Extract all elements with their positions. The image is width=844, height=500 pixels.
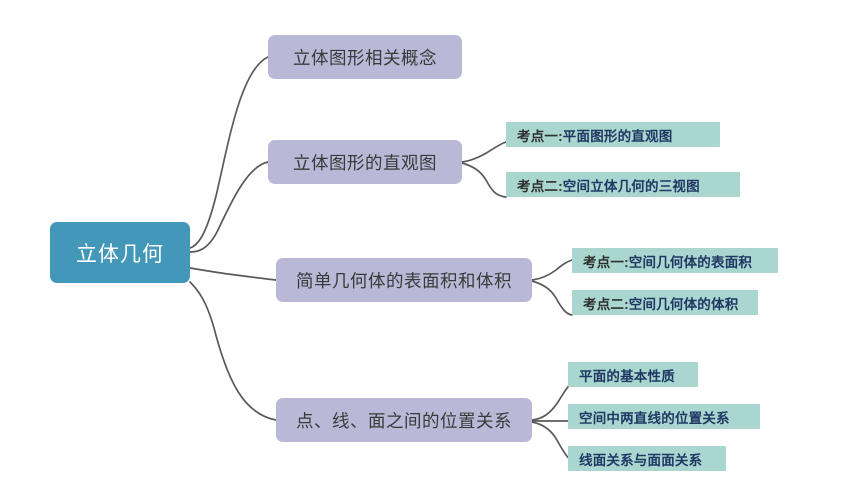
leaf-node-4-1-label: 平面的基本性质: [579, 368, 675, 384]
leaf-node-3-2[interactable]: 考点二:空间几何体的体积: [572, 290, 758, 315]
connector-root-to-branch-3: [189, 267, 277, 281]
leaf-node-2-2[interactable]: 考点二:空间立体几何的三视图: [506, 172, 740, 197]
leaf-node-3-1-label: 空间几何体的表面积: [628, 254, 753, 270]
connector-branch-2-to-child-2: [461, 162, 507, 198]
branch-node-4[interactable]: 点、线、面之间的位置关系: [276, 398, 532, 442]
leaf-node-4-1[interactable]: 平面的基本性质: [568, 362, 698, 387]
leaf-node-4-2-label: 空间中两直线的位置关系: [579, 410, 730, 426]
branch-node-2-label: 立体图形的直观图: [293, 152, 437, 173]
leaf-node-3-2-label: 空间几何体的体积: [628, 296, 739, 312]
connector-root-to-branch-2: [189, 161, 269, 253]
connector-branch-2-to-child-1: [461, 141, 507, 163]
leaf-node-3-1-prefix: 考点一:: [583, 254, 629, 270]
connector-branch-3-to-child-2: [531, 280, 573, 316]
branch-node-2[interactable]: 立体图形的直观图: [268, 140, 462, 184]
root-node-label: 立体几何: [76, 242, 164, 266]
connector-root-to-branch-1: [189, 56, 269, 249]
leaf-node-2-2-prefix: 考点二:: [517, 178, 563, 194]
leaf-node-4-3-label: 线面关系与面面关系: [579, 452, 703, 468]
leaf-node-3-2-prefix: 考点二:: [583, 296, 629, 312]
connector-branch-3-to-child-1: [531, 259, 573, 281]
branch-node-1[interactable]: 立体图形相关概念: [268, 35, 462, 79]
leaf-node-2-1-label: 平面图形的直观图: [562, 128, 673, 144]
connector-root-to-branch-4: [189, 281, 277, 421]
leaf-node-2-2-label: 空间立体几何的三视图: [562, 178, 700, 194]
root-node[interactable]: 立体几何: [50, 222, 190, 283]
leaf-node-3-1[interactable]: 考点一:空间几何体的表面积: [572, 248, 778, 273]
leaf-node-2-1-prefix: 考点一:: [517, 128, 563, 144]
branch-node-4-label: 点、线、面之间的位置关系: [296, 410, 512, 431]
leaf-node-2-1[interactable]: 考点一:平面图形的直观图: [506, 122, 720, 147]
leaf-node-4-2[interactable]: 空间中两直线的位置关系: [568, 404, 760, 429]
leaf-node-4-3[interactable]: 线面关系与面面关系: [568, 446, 726, 471]
branch-node-3[interactable]: 简单几何体的表面积和体积: [276, 258, 532, 302]
branch-node-3-label: 简单几何体的表面积和体积: [296, 270, 512, 291]
branch-node-1-label: 立体图形相关概念: [293, 47, 437, 68]
